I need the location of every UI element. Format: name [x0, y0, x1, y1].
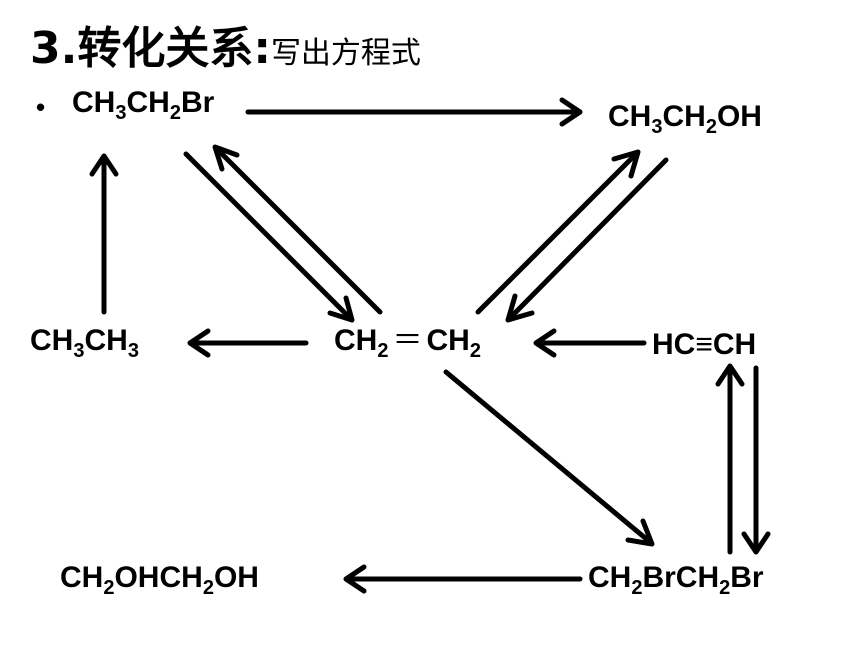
formula-text: CH [588, 561, 632, 594]
arrow-ethylene-to-dibromoethane [443, 369, 655, 547]
formula-subscript: 3 [115, 102, 127, 124]
formula-text: CH [60, 561, 104, 594]
formula-text: OH [716, 100, 762, 133]
arrow-ethanol-to-ethylene [505, 157, 669, 323]
double-bond: ＝ [392, 324, 423, 357]
formula-subscript: 3 [73, 340, 85, 362]
formula-text: CH [72, 86, 116, 119]
formula-text: Br [730, 561, 764, 594]
formula-text: CH [334, 324, 378, 357]
formula-subscript: 3 [127, 340, 139, 362]
formula-subscript: 3 [651, 116, 663, 138]
formula-subscript: 2 [103, 577, 115, 599]
arrow-ethylene-to-ethane [187, 328, 309, 358]
node-ethanol: CH3CH2OH [608, 100, 762, 138]
arrow-acetylene-to-dibromoethane [741, 365, 771, 555]
formula-text: HC≡CH [652, 328, 757, 361]
node-acetylene: HC≡CH [652, 330, 756, 360]
formula-text: CH [84, 324, 128, 357]
arrow-ethane-to-ethyl-bromide [89, 153, 119, 315]
formula-subscript: 2 [202, 577, 214, 599]
formula-text: Br [180, 86, 215, 119]
formula-text: OHCH [114, 561, 203, 594]
arrow-ethylene-to-ethanol [475, 149, 641, 315]
formula-text: OH [213, 561, 259, 594]
bullet-point: • [36, 92, 46, 122]
arrow-dibromoethane-to-acetylene [715, 363, 745, 555]
formula-text: CH [608, 100, 652, 133]
title-main: 3.转化关系: [30, 23, 271, 74]
formula-subscript: 2 [719, 577, 731, 599]
slide-title: 3.转化关系:写出方程式 [30, 12, 421, 76]
title-subtitle: 写出方程式 [270, 36, 421, 71]
formula-subscript: 2 [705, 116, 717, 138]
formula-text: CH [662, 100, 706, 133]
node-ethylene-glycol: CH2OHCH2OH [60, 561, 259, 599]
node-dibromoethane: CH2BrCH2Br [588, 561, 764, 599]
node-ethylene: CH2＝CH2 [334, 324, 481, 362]
arrow-ethylene-to-ethyl-bromide [212, 144, 383, 315]
formula-text: CH [426, 324, 470, 357]
formula-text: BrCH [642, 561, 720, 594]
node-ethyl-bromide: CH3CH2Br [72, 86, 215, 124]
formula-subscript: 2 [469, 340, 481, 362]
formula-subscript: 2 [169, 102, 181, 124]
arrow-dibromoethane-to-ethylene-glycol [343, 564, 583, 594]
arrow-ethyl-bromide-to-ethanol [245, 97, 583, 127]
formula-subscript: 2 [631, 577, 643, 599]
formula-text: CH [126, 86, 170, 119]
arrow-ethyl-bromide-to-ethylene [183, 151, 355, 323]
node-ethane: CH3CH3 [30, 324, 139, 362]
arrow-acetylene-to-ethylene [533, 328, 647, 358]
formula-subscript: 2 [377, 340, 389, 362]
formula-text: CH [30, 324, 74, 357]
